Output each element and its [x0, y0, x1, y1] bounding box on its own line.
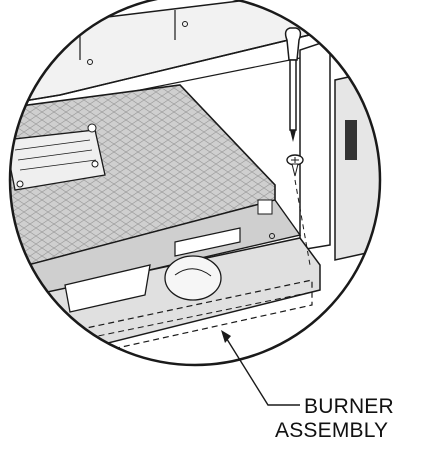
burner-port	[164, 255, 222, 301]
callout-label-burner: BURNER	[304, 395, 394, 418]
screw-icon	[286, 154, 311, 266]
callout-leader	[224, 335, 300, 406]
magnifier-ring	[8, 0, 382, 367]
burner-assembly-outline	[29, 279, 313, 365]
callout-label-assembly: ASSEMBLY	[275, 419, 389, 442]
tray-knob	[87, 123, 97, 133]
burner-tray	[10, 84, 302, 301]
panel-screw-2	[182, 21, 188, 27]
tray-slot	[257, 199, 273, 215]
panel-screw-1	[87, 59, 93, 65]
screwdriver-icon	[284, 27, 302, 142]
